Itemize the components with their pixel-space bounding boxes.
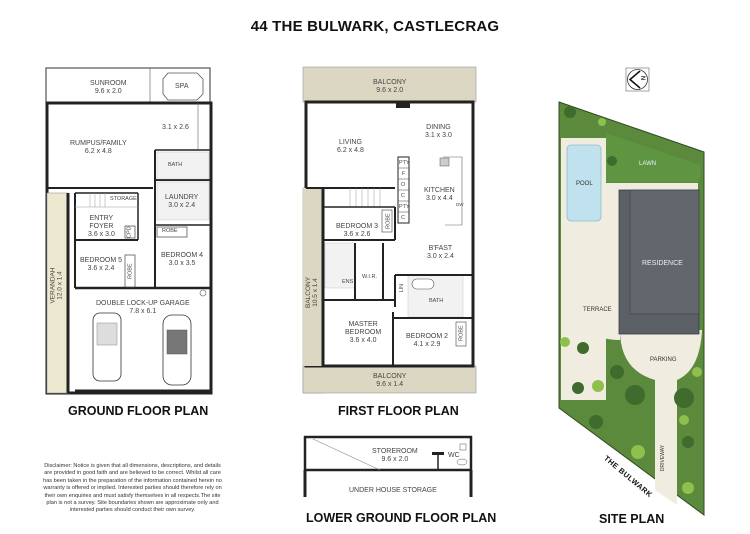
room-dim: 6.2 x 4.8 <box>337 147 364 155</box>
room-dim: 9.6 x 2.0 <box>376 87 404 95</box>
site-lawn: LAWN <box>639 161 657 167</box>
room-name-line2: BEDROOM <box>345 329 382 337</box>
room-bath: BATH <box>168 162 183 168</box>
room-name-line2: FOYER <box>89 223 114 231</box>
room-name: LIVING <box>338 139 362 146</box>
room-laundry: LAUNDRY 3.0 x 2.4 <box>165 194 198 210</box>
room-dim: 9.6 x 2.0 <box>94 88 122 96</box>
room-bedroom4: BEDROOM 4 3.0 x 3.5 <box>161 252 203 268</box>
room-dim: 3.6 x 2.4 <box>87 265 115 273</box>
room-name: STOREROOM <box>372 448 418 455</box>
site-pool: POOL <box>576 181 593 187</box>
room-name: BALCONY <box>373 79 407 86</box>
pantry-pty-2: PTY <box>399 204 410 210</box>
room-name: BEDROOM 4 <box>161 252 204 259</box>
room-name: B'FAST <box>428 245 453 252</box>
room-name: RUMPUS/FAMILY <box>70 140 127 147</box>
room-storage: STORAGE <box>110 196 137 202</box>
pantry-pty-1: PTY <box>399 160 410 166</box>
room-bfast: B'FAST 3.0 x 2.4 <box>427 245 454 261</box>
room-dining: DINING 3.1 x 3.0 <box>425 124 452 140</box>
room-dim: 9.6 x 2.0 <box>381 456 409 464</box>
room-dim: 9.6 x 1.4 <box>376 381 404 389</box>
pantry-fridge: F <box>402 171 406 177</box>
page-title: 44 THE BULWARK, CASTLECRAG <box>250 18 500 35</box>
room-living: LIVING 6.2 x 4.8 <box>337 139 364 155</box>
room-master-bedroom: MASTER BEDROOM 3.6 x 4.0 <box>345 321 381 345</box>
room-name: SUNROOM <box>90 80 127 87</box>
ground-floor-label: GROUND FLOOR PLAN <box>68 404 209 418</box>
room-kitchen: KITCHEN 3.0 x 4.4 <box>424 187 455 203</box>
room-name: BEDROOM 3 <box>336 223 379 230</box>
room-name: BEDROOM 2 <box>406 333 449 340</box>
room-name: KITCHEN <box>424 187 455 194</box>
room-dim: 4.1 x 2.9 <box>413 341 441 349</box>
site-driveway: DRIVEWAY <box>660 444 667 472</box>
site-terrace: TERRACE <box>583 307 612 313</box>
lower-ground-label: LOWER GROUND FLOOR PLAN <box>306 511 497 525</box>
room-bath-first: BATH <box>429 298 444 304</box>
room-name: BALCONY <box>373 373 407 380</box>
room-walk-in-robe: W.I.R. <box>362 274 377 280</box>
room-garage: DOUBLE LOCK-UP GARAGE 7.8 x 6.1 <box>96 300 190 316</box>
room-name: DINING <box>426 124 451 131</box>
room-bedroom2: BEDROOM 2 4.1 x 2.9 <box>406 333 448 349</box>
room-name: BEDROOM 5 <box>80 257 123 264</box>
site-residence: RESIDENCE <box>642 260 683 267</box>
room-robe-bedroom4: ROBE <box>162 228 178 234</box>
room-name: MASTER <box>348 321 378 328</box>
room-dim: 3.0 x 2.4 <box>427 253 454 261</box>
room-storeroom: STOREROOM 9.6 x 2.0 <box>372 448 418 464</box>
room-name: DOUBLE LOCK-UP GARAGE <box>96 300 190 307</box>
pantry-oven: O <box>401 182 406 188</box>
room-dim: 7.8 x 6.1 <box>129 308 157 316</box>
room-under-house-storage: UNDER HOUSE STORAGE <box>349 487 437 494</box>
room-bedroom3: BEDROOM 3 3.6 x 2.6 <box>336 223 378 239</box>
first-floor-label: FIRST FLOOR PLAN <box>338 404 459 418</box>
pantry-cupboard-1: C <box>401 193 405 199</box>
room-dim: 3.0 x 3.5 <box>168 260 196 268</box>
room-dim: 3.6 x 2.6 <box>343 231 371 239</box>
room-dim: 3.6 x 3.0 <box>88 231 115 239</box>
room-name: ENTRY <box>89 215 114 222</box>
pantry-cupboard-2: C <box>401 215 405 221</box>
site-parking: PARKING <box>650 357 677 363</box>
room-name: LAUNDRY <box>165 194 199 201</box>
room-dim: 3.0 x 4.4 <box>425 195 453 203</box>
room-rumpus: RUMPUS/FAMILY 6.2 x 4.8 <box>70 140 127 156</box>
room-sunroom: SUNROOM 9.6 x 2.0 <box>90 80 127 96</box>
room-dim: 3.0 x 2.4 <box>168 202 196 210</box>
room-bedroom5: BEDROOM 5 3.6 x 2.4 <box>80 257 122 273</box>
room-dim: 3.1 x 3.0 <box>425 132 452 140</box>
room-wc: WC <box>448 452 460 459</box>
room-balcony-top: BALCONY 9.6 x 2.0 <box>373 79 406 95</box>
room-balcony-bottom: BALCONY 9.6 x 1.4 <box>373 373 406 389</box>
disclaimer-text: Disclaimer: Notice is given that all dim… <box>43 463 222 514</box>
north-arrow-icon: N <box>639 75 646 81</box>
room-ensuite: ENS <box>342 279 354 285</box>
room-spa: SPA <box>175 83 189 90</box>
room-dim-unnamed: 3.1 x 2.6 <box>162 124 189 131</box>
room-dim: 3.6 x 4.0 <box>349 337 377 345</box>
room-dim: 6.2 x 4.8 <box>84 148 112 156</box>
dishwasher-label: DW <box>456 202 464 207</box>
site-plan-label: SITE PLAN <box>599 512 665 526</box>
room-entry-foyer: ENTRY FOYER 3.6 x 3.0 <box>88 215 115 239</box>
